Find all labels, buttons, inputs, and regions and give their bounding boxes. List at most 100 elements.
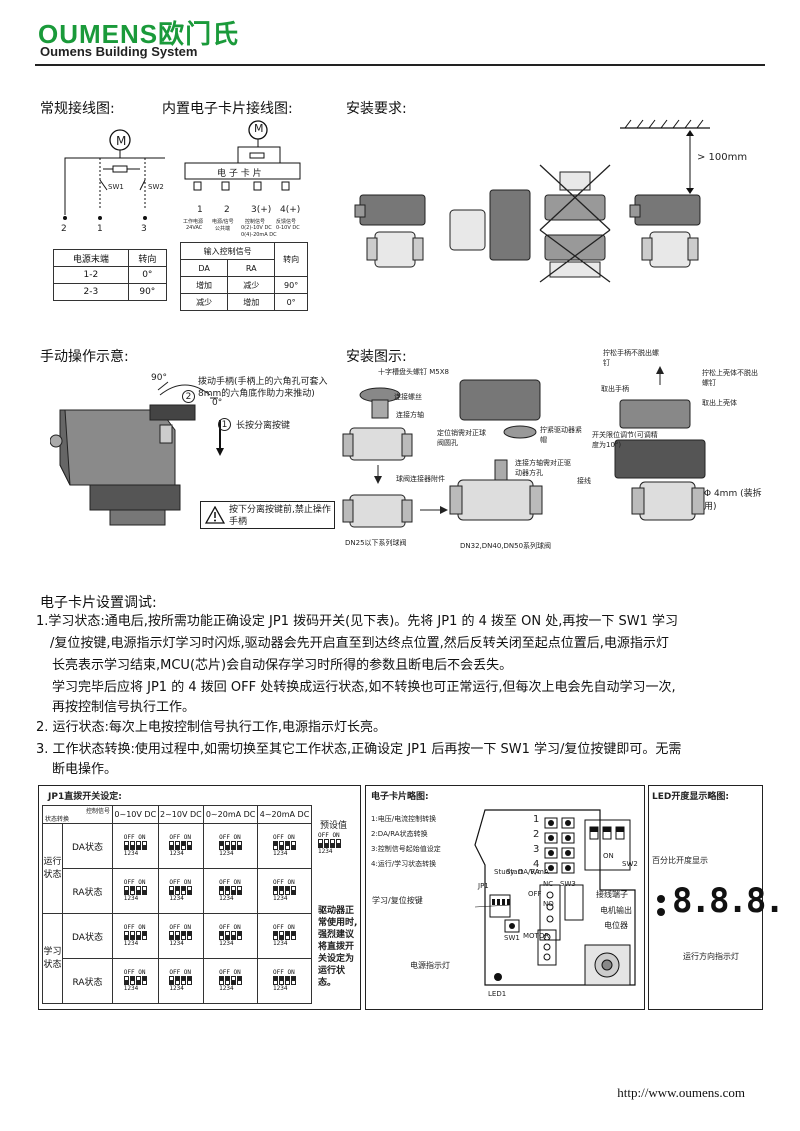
step-2-badge: 2 [182,390,195,403]
install-requirements-illustration [354,119,710,283]
dip-row [123,931,147,940]
dip-row [273,976,297,985]
footer-url[interactable]: http://www.oumens.com [617,1085,745,1100]
learn-button-label: 学习/复位按键 [372,896,423,905]
jp1-col-1: 2~10V DC [157,805,205,824]
step-r1-label: 拧松手柄不脱出螺钉 [603,349,659,367]
dip-row [123,841,147,850]
group-learn: 学习状态 [42,913,63,1004]
dip-header: OFF ON [219,924,241,931]
install-diagram-heading: 安装图示: [346,349,407,365]
jp1-corner-bottom: 状态转换 [45,816,70,823]
card-led1-label: LED1 [488,990,507,998]
dip-switch-3 [231,886,237,895]
setup-para-2: /复位按键,电源指示灯学习时闪烁,驱动器会先开启直至到达终点位置,然后反转关闭至… [50,636,669,651]
th-input-signal: 输入控制信号 [179,242,276,260]
dip-switch-4 [291,976,297,985]
card-vertical-3: Start [506,868,524,876]
step-r5-label: 接线 [577,477,591,485]
dip-switch-1 [273,976,279,985]
cell: 减少 [179,293,229,311]
dip-switch-2 [279,931,285,940]
dip-header: OFF ON [273,879,295,886]
dip-header: OFF ON [273,924,295,931]
dip-switch-1 [273,886,279,895]
card-wiring-diagram [184,120,301,191]
dip-switch-2 [225,886,231,895]
card-terminal-1: 1 [197,205,203,215]
dip-numbers: 1234 [123,985,139,992]
card-no-label: NO [543,900,554,908]
step-r2-label: 拧松上壳体不脱出螺钉 [702,369,758,387]
screw-conn-label: 连接螺丝 [394,393,422,401]
step2-label: 定位销需对正球阀圆孔 [437,429,486,447]
dip-switch-1 [123,976,129,985]
sw2-label: SW2 [148,183,164,191]
dip-row [123,886,147,895]
preset-label: 预设值 [320,821,348,831]
jp1-panel [38,785,361,1010]
dip-numbers: 1234 [123,850,139,857]
dip-switch-1 [273,931,279,940]
dip-switch-4 [237,886,243,895]
dip-header: OFF ON [169,924,192,931]
dip-switch-4 [187,886,193,895]
manual-note-2: 拨动手柄(手柄上的六角孔可套入8mm的六角底作助力来推动) [198,377,328,399]
step-r4-label: 取出上壳体 [702,399,737,407]
dip-row [169,886,193,895]
card-on-label: ON [603,852,614,860]
dip-switch-3 [181,976,187,985]
dip-cell: OFF ON 1234 [203,958,259,1004]
terminal-desc-3: 控制信号 [245,219,266,225]
card-wiring-heading: 内置电子卡片接线图: [162,101,293,117]
dip-switch-3 [135,976,141,985]
card-vertical-1: V/mA [530,868,549,876]
dip-switch-4 [291,841,297,850]
terminal-desc3: 0(4)-20mA DC [241,232,277,238]
dip-header: OFF ON [273,969,295,976]
dip-row [169,841,193,850]
cell: 0° [127,266,168,284]
dip-switch-2 [129,976,135,985]
brand-logo: OUMENS欧门氏 [38,19,240,49]
dip-numbers: 1234 [123,940,139,947]
dip-row [219,931,243,940]
dip-header: OFF ON [169,879,192,886]
cell: 90° [127,283,168,301]
jp1-col-2: 0~20mA DC [203,805,259,824]
dip-switch-1 [169,841,175,850]
dip-row [219,976,243,985]
th-da: DA [179,259,229,277]
dip-row [169,976,193,985]
dip-switch-1 [169,976,175,985]
cell: 90° [274,276,308,294]
card-motor-label: MOTOR [523,932,550,940]
dip-switch-4 [336,839,341,848]
row-run-ra: RA状态 [62,868,113,914]
row-learn-da: DA状态 [62,913,113,959]
dip-header: OFF ON [219,834,241,841]
setup-para-6: 2. 运行状态:每次上电按控制信号执行工作,电源指示灯长亮。 [36,720,387,735]
cell: 1-2 [53,266,129,284]
dip-switch-4 [141,886,147,895]
dip-switch-3 [285,931,291,940]
card-diagram-illustration [474,809,636,986]
setup-para-1: 1.学习状态:通电后,按所需功能正确设定 JP1 拨码开关(见下表)。先将 JP… [36,614,679,629]
dip-numbers: 1234 [219,985,234,992]
dip-header: OFF ON [219,969,241,976]
dip-switch-2 [279,886,285,895]
card-terminal-2: 2 [224,205,230,215]
step3-label: 拧紧驱动器紧帽 [540,426,582,444]
dip-numbers: 1234 [169,850,184,857]
dip-header: OFF ON [123,969,146,976]
terminal-desc2-1: 24VAC [186,225,203,231]
dip-header: OFF ON [169,969,192,976]
